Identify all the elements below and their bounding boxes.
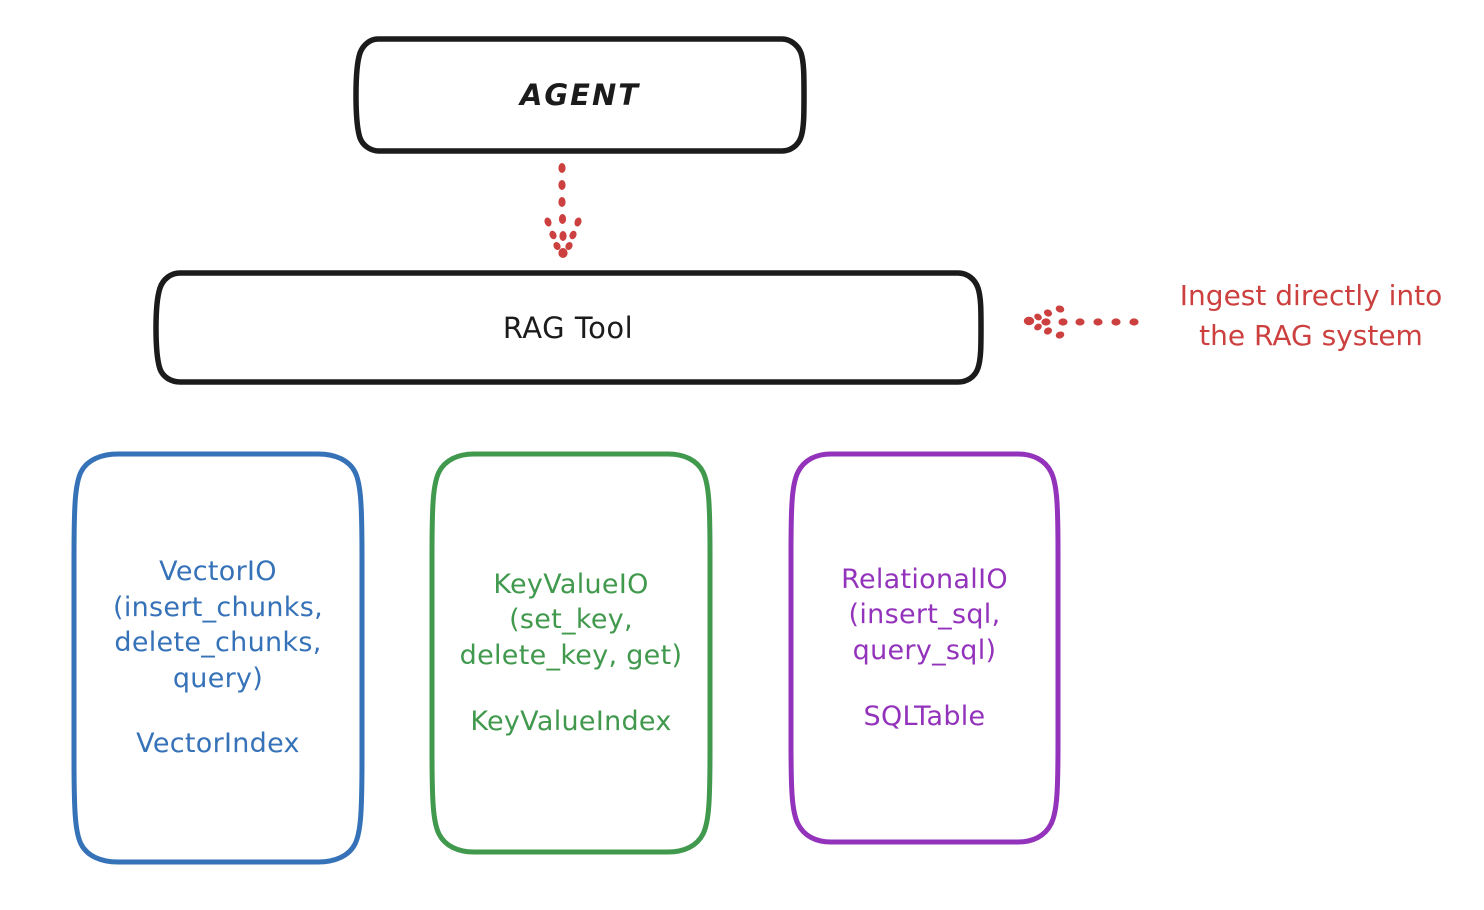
vector-io-spacer	[76, 696, 360, 726]
relational-io-spacer	[793, 669, 1056, 699]
vector-io-line-4: query)	[172, 662, 264, 694]
vector-index-label: VectorIndex	[136, 728, 300, 760]
annotation-ingest-line-2: the RAG system	[1199, 318, 1423, 352]
rag-tool-label: RAG Tool	[502, 310, 634, 345]
node-vector-io[interactable]: VectorIO (insert_chunks, delete_chunks, …	[70, 450, 366, 866]
dotted-down-arrow-icon	[544, 163, 582, 258]
relational-io-line-3: query_sql)	[852, 635, 997, 666]
vector-io-line-2: (insert_chunks,	[113, 591, 323, 623]
node-key-value-io[interactable]: KeyValueIO (set_key, delete_key, get) Ke…	[428, 450, 714, 856]
annotation-ingest: Ingest directly into the RAG system	[1146, 276, 1476, 356]
relational-io-line-2: (insert_sql,	[848, 599, 1001, 631]
vector-io-line-1: VectorIO	[159, 555, 277, 587]
key-value-io-spacer	[434, 674, 708, 704]
arrow-agent-to-rag-tool	[512, 160, 612, 266]
node-agent[interactable]: AGENT	[352, 35, 808, 155]
relational-io-line-1: RelationalIO	[841, 563, 1008, 595]
node-relational-io[interactable]: RelationalIO (insert_sql, query_sql) SQL…	[787, 450, 1062, 846]
key-value-io-line-1: KeyValueIO	[493, 568, 649, 600]
dotted-left-arrow-icon	[1023, 305, 1139, 339]
annotation-ingest-line-1: Ingest directly into	[1179, 279, 1443, 312]
key-value-io-line-2: (set_key,	[509, 604, 633, 636]
sql-table-label: SQLTable	[863, 700, 986, 732]
vector-io-line-3: delete_chunks,	[114, 627, 322, 659]
key-value-io-line-3: delete_key, get)	[459, 640, 683, 671]
arrow-ingest-into-rag-tool	[1022, 300, 1142, 344]
node-rag-tool[interactable]: RAG Tool	[152, 269, 984, 386]
agent-label: AGENT	[519, 78, 641, 112]
key-value-index-label: KeyValueIndex	[470, 705, 672, 737]
